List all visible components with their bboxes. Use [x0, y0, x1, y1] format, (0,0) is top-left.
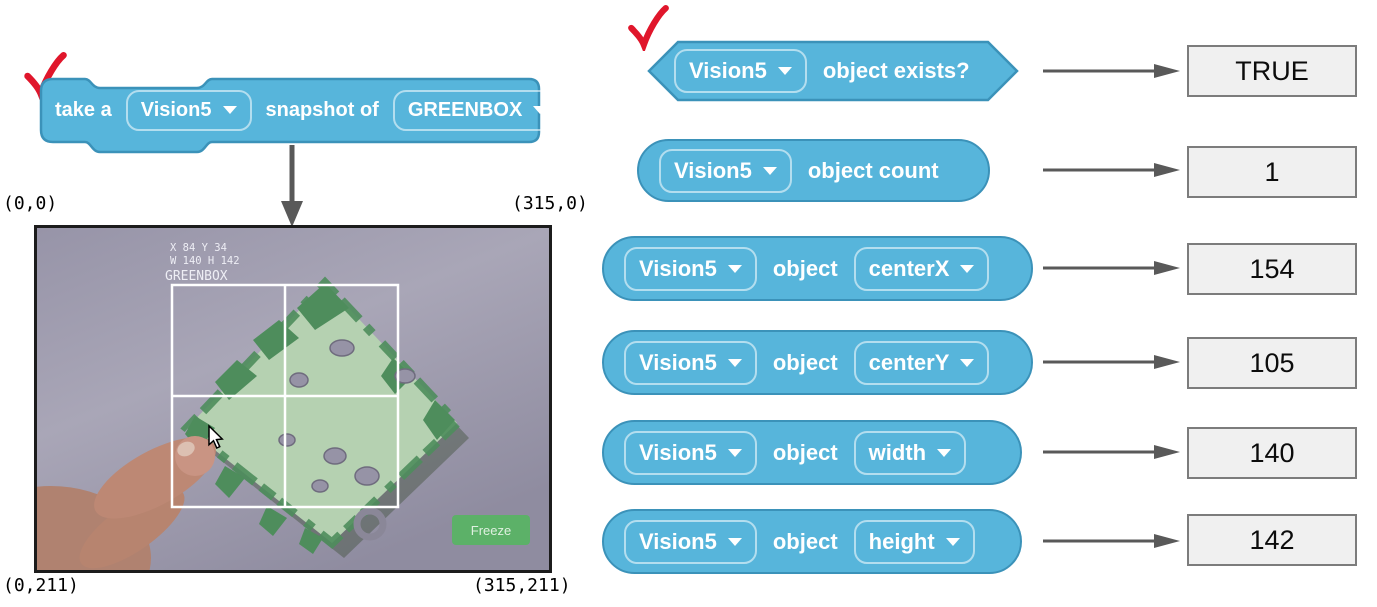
freeze-button[interactable]: Freeze	[452, 515, 530, 545]
device-dropdown-value: Vision5	[689, 58, 767, 83]
dropdown-caret-icon	[533, 106, 548, 114]
object-stats-line1: X 84 Y 34	[170, 242, 227, 254]
property-dropdown[interactable]: centerX	[853, 246, 990, 291]
coord-label-bottom-left: (0,211)	[3, 575, 79, 596]
device-dropdown-value: Vision5	[639, 439, 717, 465]
dropdown-caret-icon	[937, 448, 952, 457]
coord-label-top-right: (315,0)	[512, 193, 588, 214]
device-dropdown[interactable]: Vision5	[624, 519, 757, 564]
camera-snapshot-image: X 84 Y 34 W 140 H 142 GREENBOX Freeze	[0, 225, 552, 607]
device-dropdown-value: Vision5	[140, 98, 212, 121]
block-text-prefix: take a	[55, 98, 112, 121]
property-dropdown[interactable]: height	[853, 519, 975, 564]
object-centerx-block[interactable]: Vision5 object centerX	[602, 236, 1033, 301]
object-exists-block[interactable]: Vision5 object exists?	[646, 39, 1020, 103]
down-arrow-icon	[281, 145, 303, 227]
coord-label-top-left: (0,0)	[3, 193, 58, 214]
result-value-centerx: 154	[1187, 243, 1357, 295]
device-dropdown-value: Vision5	[639, 255, 717, 281]
property-dropdown-value: centerX	[868, 255, 950, 281]
boolean-hexagon-shape	[647, 40, 1019, 102]
device-dropdown[interactable]: Vision5	[125, 89, 252, 131]
board-ring-hole	[353, 507, 387, 541]
result-value-width: 140	[1187, 427, 1357, 479]
object-height-block[interactable]: Vision5 object height	[602, 509, 1022, 574]
result-arrow-icon	[1043, 261, 1180, 275]
take-snapshot-block[interactable]: take a Vision5 snapshot of GREENBOX	[55, 86, 563, 134]
device-dropdown-value: Vision5	[674, 157, 752, 183]
property-dropdown-value: centerY	[868, 349, 950, 375]
red-checkmark-icon	[628, 5, 669, 51]
block-label: object exists?	[822, 58, 970, 83]
signature-dropdown[interactable]: GREENBOX	[392, 89, 563, 131]
camera-scene: X 84 Y 34 W 140 H 142 GREENBOX	[0, 228, 549, 607]
device-dropdown[interactable]: Vision5	[659, 148, 792, 193]
property-dropdown[interactable]: centerY	[853, 340, 990, 385]
result-arrow-icon	[1043, 355, 1180, 369]
block-text-middle: snapshot of	[265, 98, 379, 121]
block-label: object	[772, 528, 838, 554]
dropdown-caret-icon	[727, 537, 742, 546]
signature-name-label: GREENBOX	[165, 269, 228, 284]
mouse-cursor-icon	[208, 424, 224, 449]
object-width-block[interactable]: Vision5 object width	[602, 420, 1022, 485]
dropdown-caret-icon	[727, 448, 742, 457]
result-arrow-icon	[1043, 534, 1180, 548]
board-holes	[278, 339, 416, 493]
result-value-height: 142	[1187, 514, 1357, 566]
property-dropdown-value: height	[868, 528, 935, 554]
dropdown-caret-icon	[762, 166, 777, 175]
dropdown-caret-icon	[777, 67, 792, 75]
result-arrow-icon	[1043, 64, 1180, 78]
block-label: object	[772, 255, 838, 281]
block-label: object	[772, 349, 838, 375]
device-dropdown[interactable]: Vision5	[674, 49, 807, 93]
block-label: object	[772, 439, 838, 465]
device-dropdown[interactable]: Vision5	[624, 246, 757, 291]
coord-label-bottom-right: (315,211)	[473, 575, 571, 596]
object-stats-line2: W 140 H 142	[170, 255, 240, 267]
device-dropdown-value: Vision5	[639, 349, 717, 375]
result-arrow-icon	[1043, 163, 1180, 177]
device-dropdown[interactable]: Vision5	[624, 340, 757, 385]
dropdown-caret-icon	[727, 358, 742, 367]
property-dropdown[interactable]: width	[853, 430, 967, 475]
result-arrow-icon	[1043, 445, 1180, 459]
dropdown-caret-icon	[960, 264, 975, 273]
board-edge-patches	[185, 283, 455, 554]
dropdown-caret-icon	[945, 537, 960, 546]
detection-bounding-box	[170, 283, 400, 509]
dropdown-caret-icon	[960, 358, 975, 367]
object-centery-block[interactable]: Vision5 object centerY	[602, 330, 1033, 395]
device-dropdown-value: Vision5	[639, 528, 717, 554]
take-snapshot-block-shape	[39, 77, 541, 154]
block-label: object count	[807, 157, 939, 183]
result-value-exists: TRUE	[1187, 45, 1357, 97]
device-dropdown[interactable]: Vision5	[624, 430, 757, 475]
property-dropdown-value: width	[868, 439, 927, 465]
signature-dropdown-value: GREENBOX	[407, 98, 523, 121]
object-count-block[interactable]: Vision5 object count	[637, 139, 990, 202]
dropdown-caret-icon	[727, 264, 742, 273]
dropdown-caret-icon	[222, 106, 237, 114]
result-value-count: 1	[1187, 146, 1357, 198]
result-value-centery: 105	[1187, 337, 1357, 389]
